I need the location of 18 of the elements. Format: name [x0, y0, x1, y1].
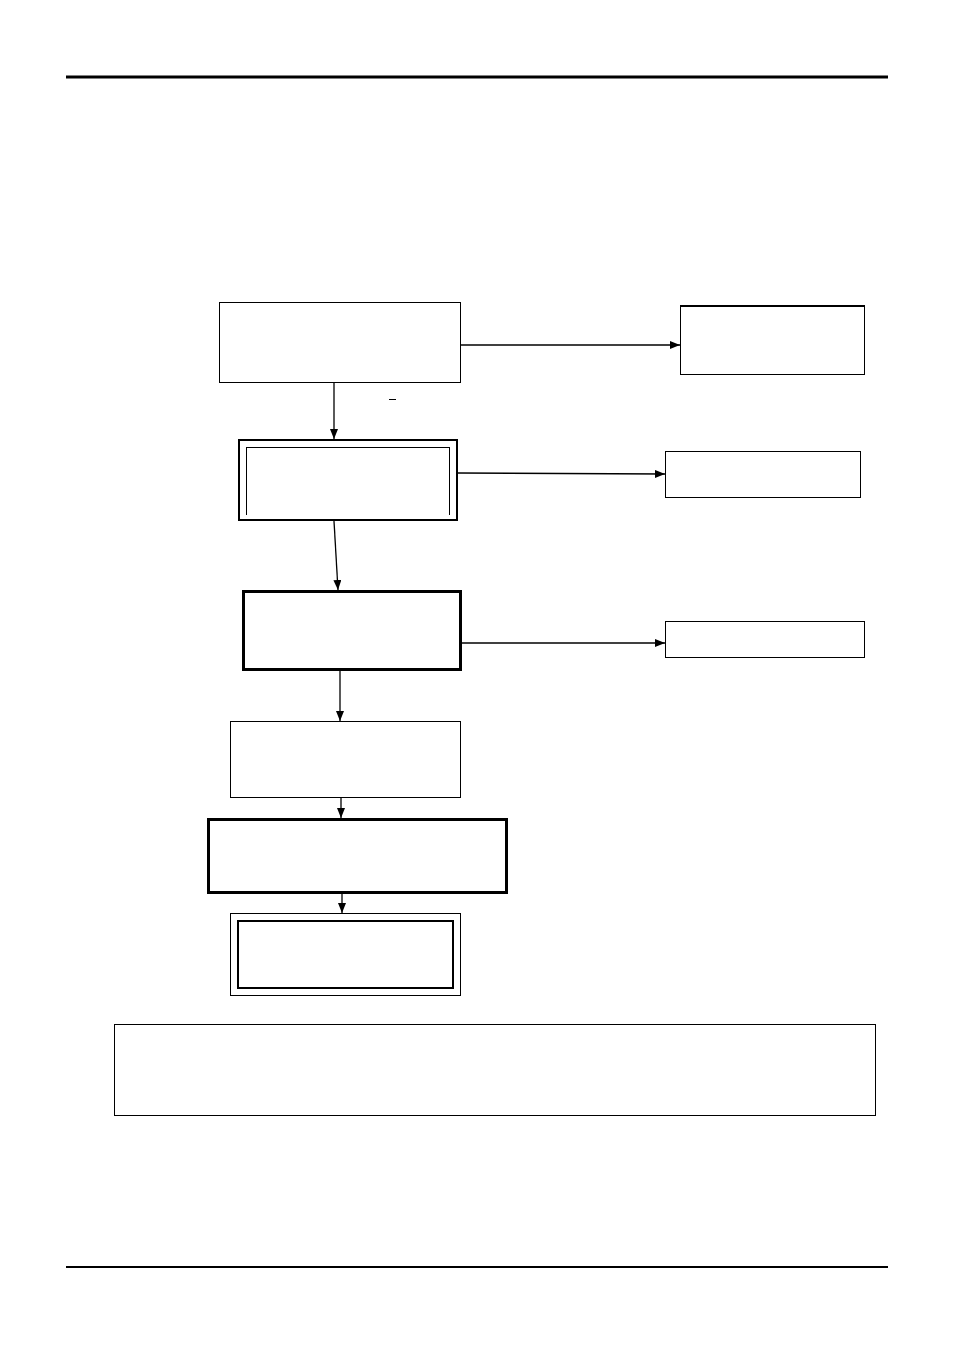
process-box — [230, 721, 461, 798]
arrow — [461, 639, 666, 647]
arrow — [330, 382, 338, 440]
note-box — [114, 1024, 876, 1116]
thick-border-box — [242, 590, 462, 671]
double-border-box — [238, 439, 458, 521]
arrow — [333, 520, 342, 591]
arrow — [337, 797, 345, 819]
process-box — [219, 302, 461, 383]
arrow — [336, 670, 344, 722]
process-box — [680, 305, 865, 375]
arrow — [460, 341, 681, 349]
arrow — [457, 469, 666, 478]
double-border-box — [230, 913, 461, 996]
thick-border-box — [207, 818, 508, 894]
process-box — [665, 621, 865, 658]
process-box — [665, 451, 861, 498]
arrow — [338, 893, 346, 914]
